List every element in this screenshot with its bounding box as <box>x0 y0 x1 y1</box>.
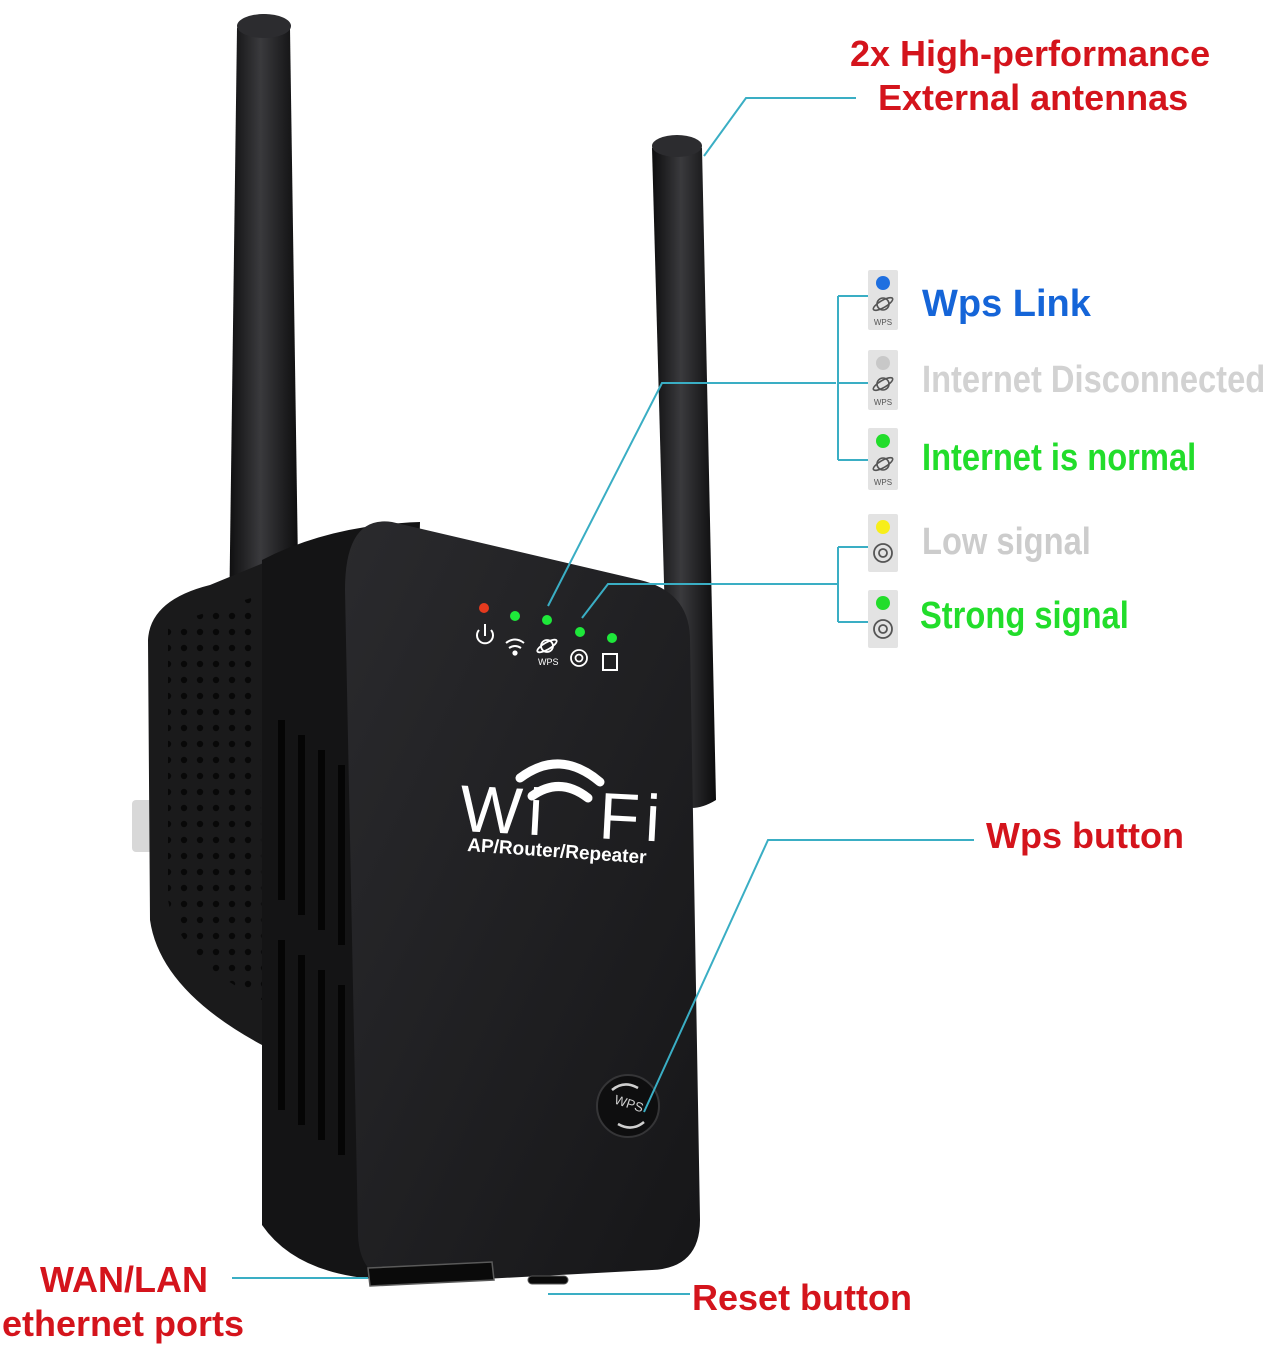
ports-callout-line1: WAN/LAN <box>40 1259 208 1300</box>
wps-link-text: Wps Link <box>922 283 1091 325</box>
lan-icon <box>602 653 618 671</box>
internet-normal-chip: WPS <box>868 428 898 490</box>
reset-hole <box>527 1275 569 1285</box>
wps-icon: WPS <box>872 456 894 487</box>
low-signal-text: Low signal <box>922 521 1091 563</box>
internet-disconnected-chip: WPS <box>868 350 898 410</box>
low-signal-led <box>876 520 890 534</box>
antennas-callout-line2: External antennas <box>878 77 1189 118</box>
leader-wps-led <box>547 382 836 607</box>
antennas-callout-line1: 2x High-performance <box>850 33 1211 74</box>
ethernet-port <box>367 1261 495 1287</box>
power-led <box>479 603 489 613</box>
wps-button-callout: Wps button <box>986 815 1184 856</box>
signal-icon <box>873 619 893 639</box>
wps-icon-caption: WPS <box>874 318 892 327</box>
signal-front-icon <box>570 649 588 667</box>
lan-led <box>607 633 617 643</box>
wifi-icon <box>505 638 525 656</box>
internet-normal-text: Internet is normal <box>922 437 1197 479</box>
leader-wps-button <box>643 839 974 1113</box>
wifi-logo-icon <box>515 759 605 803</box>
internet-disconnected-text: Internet Disconnected <box>922 359 1266 401</box>
wps-link-chip: WPS <box>868 270 898 330</box>
power-icon <box>476 624 494 645</box>
wps-icon-caption: WPS <box>874 478 892 487</box>
wps-front-icon <box>536 638 558 654</box>
ports-callout-line2: ethernet ports <box>2 1303 245 1344</box>
internet-disconnected-led <box>876 356 890 370</box>
low-signal-chip <box>868 514 898 572</box>
leader-lines <box>232 97 974 1295</box>
wps-icon: WPS <box>872 296 894 327</box>
wps-button-shape <box>596 1074 660 1138</box>
signal-icon <box>873 543 893 563</box>
wps-icon-caption: WPS <box>874 398 892 407</box>
strong-signal-led <box>876 596 890 610</box>
leader-antenna <box>703 97 856 157</box>
internet-normal-led <box>876 434 890 448</box>
strong-signal-chip <box>868 590 898 648</box>
reset-button-callout: Reset button <box>692 1277 912 1318</box>
leader-signal-led <box>581 583 838 619</box>
wps-link-led <box>876 276 890 290</box>
wps-led <box>542 615 552 625</box>
strong-signal-text: Strong signal <box>920 595 1129 637</box>
wps-icon: WPS <box>872 376 894 407</box>
wifi-led <box>510 611 520 621</box>
front-wps-caption: WPS <box>538 657 559 667</box>
signal-led <box>575 627 585 637</box>
power-plug <box>132 800 154 852</box>
device-front <box>345 521 700 1284</box>
